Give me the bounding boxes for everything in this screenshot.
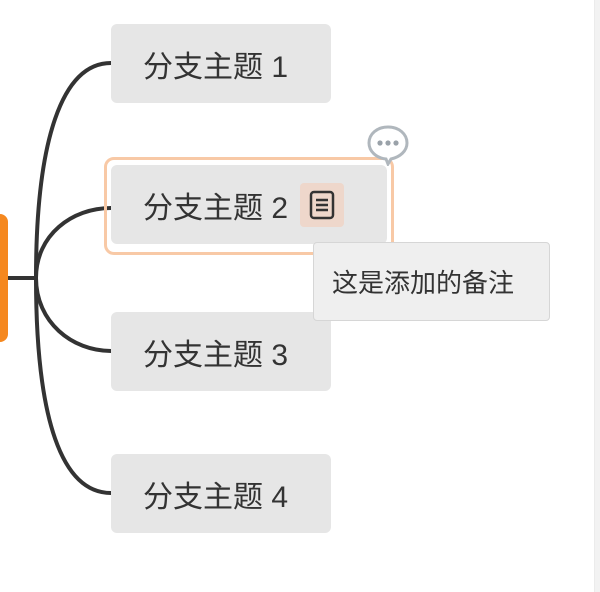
note-tooltip: 这是添加的备注 [313, 242, 550, 321]
branch-topic-label: 分支主题 3 [143, 338, 289, 372]
connector-branch-2 [34, 206, 113, 280]
branch-topic-label: 分支主题 1 [143, 50, 289, 84]
central-topic-node[interactable] [0, 214, 8, 342]
comment-bubble-icon[interactable] [366, 124, 410, 168]
connector-branch-3 [34, 276, 113, 353]
selection-outline [104, 157, 394, 255]
branch-topic-label: 分支主题 4 [143, 480, 289, 514]
branch-topic-label: 分支主题 2 [143, 191, 289, 225]
branch-topic-1[interactable]: 分支主题 1 [111, 24, 331, 103]
branch-topic-2[interactable]: 分支主题 2 [111, 165, 387, 244]
note-document-icon[interactable] [300, 182, 345, 227]
branch-topic-3[interactable]: 分支主题 3 [111, 312, 331, 391]
note-tooltip-text: 这是添加的备注 [332, 268, 515, 298]
connector-branch-1 [34, 61, 113, 280]
right-scroll-edge [594, 0, 600, 592]
connector-branch-4 [34, 276, 113, 495]
branch-topic-4[interactable]: 分支主题 4 [111, 454, 331, 533]
